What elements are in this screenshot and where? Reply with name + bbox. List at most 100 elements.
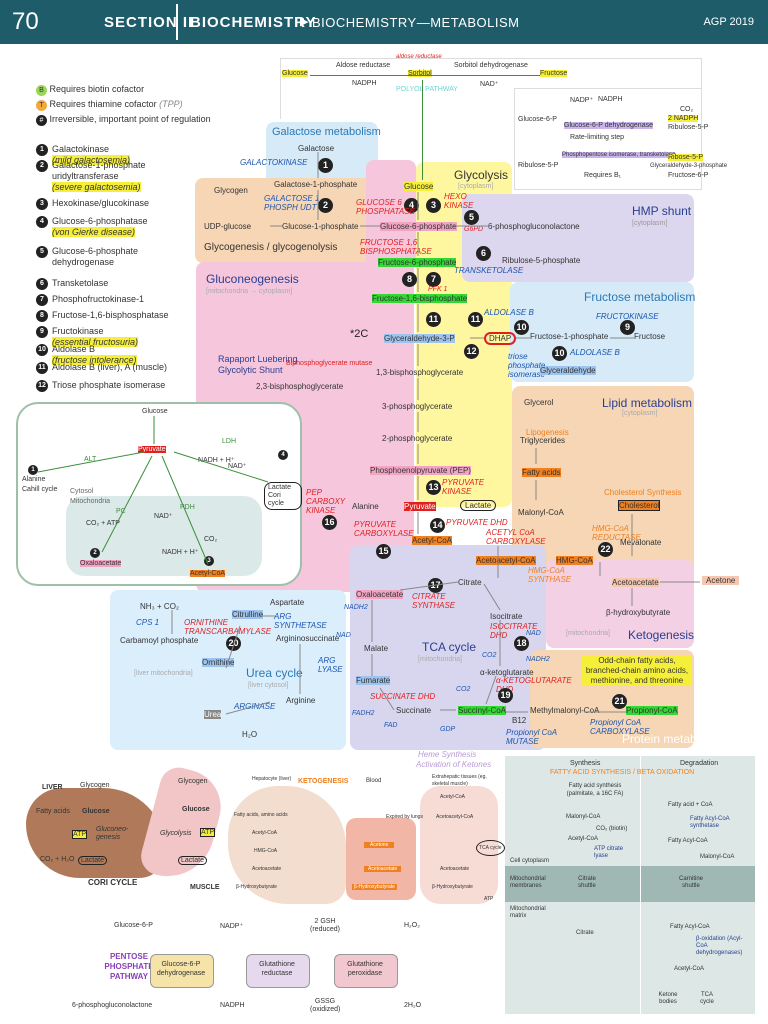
succinyl-coa: Succinyl-CoA — [458, 706, 507, 715]
cs-label: CITRATE SYNTHASE — [412, 592, 456, 610]
pyruvate: Pyruvate — [404, 502, 436, 511]
keto-fa: Fatty acids, amino acids — [234, 812, 288, 818]
bpg13: 1,3-bisphosphoglycerate — [376, 368, 464, 377]
step-13-icon: 13 — [426, 480, 441, 495]
legend-step-icon: 1 — [36, 144, 48, 156]
gdp: GDP — [440, 726, 456, 733]
glycolysis-title: Glycolysis — [454, 168, 509, 182]
step-19-icon: 19 — [498, 688, 513, 703]
subject-label: BIOCHEMISTRY — [190, 14, 317, 31]
step-22-icon: 22 — [598, 542, 613, 557]
legend-enzyme-3: 3 Hexokinase/glucokinase — [36, 198, 226, 210]
tpi-label: triose phosphate isomerase — [508, 352, 546, 379]
glycogen-region — [195, 178, 385, 263]
keto-bhb-blood: β-Hydroxybutyrate — [352, 884, 397, 890]
ppp-enz1-box — [150, 954, 214, 988]
argsyn-label: ARG SYNTHETASE — [274, 612, 327, 630]
inset-nadph: NADPH — [598, 96, 623, 103]
legend-enzyme-name: Fructose-1,6-bisphosphatase — [52, 310, 169, 320]
pdh-label: PYRUVATE DHD — [446, 518, 508, 527]
legend-enzyme-name: Hexokinase/glucokinase — [52, 198, 150, 208]
fa-title: FATTY ACID SYNTHESIS / BETA OXIDATION — [550, 769, 695, 776]
hmg-coa: HMG-CoA — [556, 556, 593, 565]
propionyl-coa: Propionyl-CoA — [626, 706, 678, 715]
keto-blood: Blood — [366, 778, 382, 784]
fa-fa-coa: Fatty acid + CoA — [668, 802, 713, 808]
nadh2-a: NADH2 — [344, 604, 368, 611]
urea-title: Urea cycle — [246, 666, 303, 680]
pep: Phosphoenolpyruvate (PEP) — [370, 466, 471, 475]
legend-enzyme-note: (fructose intolerance) — [52, 355, 137, 365]
legend-enzyme-name: Triose phosphate isomerase — [52, 380, 166, 390]
page-header: 70 SECTION II BIOCHEMISTRY ▶ BIOCHEMISTR… — [0, 0, 768, 44]
udp-glucose: UDP-glucose — [204, 222, 252, 231]
step-3-icon: 3 — [426, 198, 441, 213]
step-21-icon: 21 — [612, 694, 627, 709]
ppp-h2o2: H₂O₂ — [404, 922, 420, 929]
keto-aa2: Acetoacetyl-CoA — [436, 814, 474, 820]
keto-title: Ketogenesis — [628, 628, 695, 642]
oxaloacetate: Oxaloacetate — [356, 590, 404, 599]
legend-enzyme-name: Aldolase B (liver), A (muscle) — [52, 362, 168, 372]
fa-malonyl: Malonyl-CoA — [566, 814, 601, 820]
thiamine-icon: T — [36, 100, 47, 111]
pepck-label: PEP CARBOXY KINASE — [306, 488, 345, 515]
ppp-gsh: 2 GSH (reduced) — [310, 918, 340, 933]
arginase-label: ARGINASE — [234, 702, 276, 711]
biotin-text: Requires biotin cofactor — [49, 84, 145, 94]
inset-3-icon: 3 — [204, 556, 214, 566]
step-8-icon: 8 — [402, 272, 417, 287]
legend-step-icon: 7 — [36, 294, 48, 306]
keto-acetyl2: Acetyl-CoA — [440, 794, 466, 800]
inset-f6p: Fructose-6-P — [668, 172, 709, 179]
ornt-label: ORNITHINE TRANSCARBAMYLASE — [184, 618, 272, 636]
legend-step-icon: 3 — [36, 198, 48, 210]
legend-biotin: B Requires biotin cofactor — [36, 84, 144, 96]
alt-glucose: Glucose — [142, 408, 168, 415]
alt-co2: CO₂ — [204, 536, 218, 543]
legend-enzyme-name: Phosphofructokinase-1 — [52, 294, 145, 304]
inset-g3p: Glyceraldehyde-3-phosphate — [650, 163, 728, 169]
fa-synsub: Fatty acid synthesis (palmitate, a 16C F… — [566, 783, 624, 797]
keto-fig-title: KETOGENESIS — [298, 778, 349, 785]
alt-nadh: NADH + H⁺ — [198, 457, 235, 464]
lipid-sub: [cytoplasm] — [622, 410, 658, 417]
section-label: SECTION II — [104, 14, 194, 31]
heme-synthesis: Heme Synthesis — [418, 750, 477, 759]
legend-step-icon: 10 — [36, 344, 48, 356]
arginine: Arginine — [286, 696, 316, 705]
glyceraldehyde: Glyceraldehyde — [540, 366, 596, 375]
mcm-label: Propionyl CoA MUTASE — [506, 728, 557, 746]
carbamoyl-phosphate: Carbamoyl phosphate — [120, 636, 199, 645]
fa-carnitine: Carnitine shuttle — [678, 876, 703, 889]
keto-aa: Acetoacetate — [252, 866, 282, 872]
keto-bhb2: β-Hydroxybutyrate — [432, 884, 473, 890]
alt-nad2: NAD⁺ — [154, 513, 173, 520]
fa-ketone: Ketone bodies — [658, 992, 678, 1005]
sorbitol-dh-label: Sorbitol dehydrogenase — [454, 62, 528, 69]
triangle-icon: ▶ — [300, 16, 309, 28]
galactose-title: Galactose metabolism — [272, 126, 381, 138]
beta-hydroxybutyrate: β-hydroxybutyrate — [606, 608, 671, 617]
inset-enzyme2: Phosphopentose isomerase, transketolase — [562, 152, 676, 158]
fa-acetyl: Acetyl-CoA — [568, 836, 599, 842]
keto-acetyl: Acetyl-CoA — [252, 830, 278, 836]
polyol-nad: NAD⁺ — [480, 81, 499, 88]
step-14-icon: 14 — [430, 518, 445, 533]
tca-region — [350, 545, 546, 750]
legend-enzyme-name: Transketolase — [52, 278, 109, 288]
sdh-label: SUCCINATE DHD — [370, 692, 436, 701]
ppp-enz2-box — [246, 954, 310, 988]
fructose-title: Fructose metabolism — [584, 290, 696, 304]
topic-label: BIOCHEMISTRY—METABOLISM — [312, 15, 520, 30]
thiamine-tag: (TPP) — [159, 99, 183, 109]
legend-enzyme-name: Aldolase B — [52, 344, 96, 354]
fa-box: β-oxidation (Acyl-CoA dehydrogenases) — [696, 936, 743, 956]
cori-co2h2o: CO₂ + H₂O — [40, 856, 75, 863]
cori-liver: LIVER — [42, 784, 63, 791]
alt-mito: Mitochondria — [70, 498, 111, 505]
nad-b: NAD — [336, 632, 351, 639]
